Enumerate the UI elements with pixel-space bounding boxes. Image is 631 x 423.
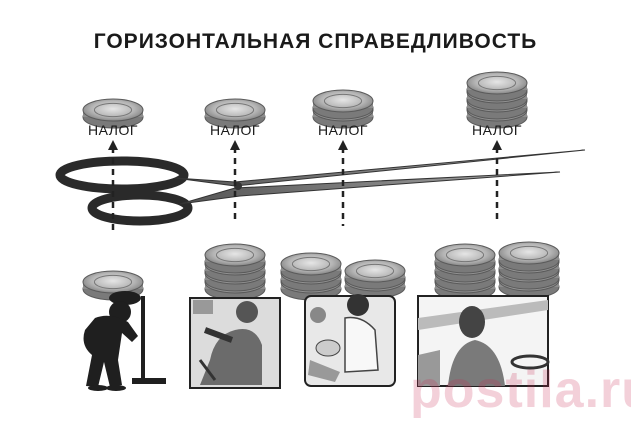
tax-arrowhead <box>230 140 240 150</box>
kept-coin <box>280 252 342 283</box>
watermark: postila.ru <box>410 361 631 419</box>
tax-arrowhead <box>492 140 502 150</box>
tax-label: НАЛОГ <box>472 122 522 138</box>
kept-coin <box>344 259 406 290</box>
tax-arrowhead <box>108 140 118 150</box>
taxed-coin <box>312 89 374 120</box>
janitor-figure <box>83 291 166 391</box>
tax-label: НАЛОГ <box>88 122 138 138</box>
kept-coin <box>498 241 560 272</box>
driver-figure <box>417 295 550 387</box>
kept-coin <box>434 243 496 274</box>
tax-label: НАЛОГ <box>318 122 368 138</box>
taxed-coin <box>82 98 144 129</box>
tax-arrowhead <box>338 140 348 150</box>
kept-coin <box>82 270 144 301</box>
tax-label: НАЛОГ <box>210 122 260 138</box>
tax-arrows <box>108 140 502 234</box>
mechanic-figure <box>189 297 281 389</box>
kept-coin <box>204 243 266 274</box>
taxed-coin <box>466 71 528 102</box>
page-title: ГОРИЗОНТАЛЬНАЯ СПРАВЕДЛИВОСТЬ <box>93 30 538 53</box>
nurse-figure <box>304 294 396 387</box>
coin-stacks <box>82 71 560 301</box>
taxed-coin <box>204 98 266 129</box>
scissors-icon <box>55 149 586 226</box>
